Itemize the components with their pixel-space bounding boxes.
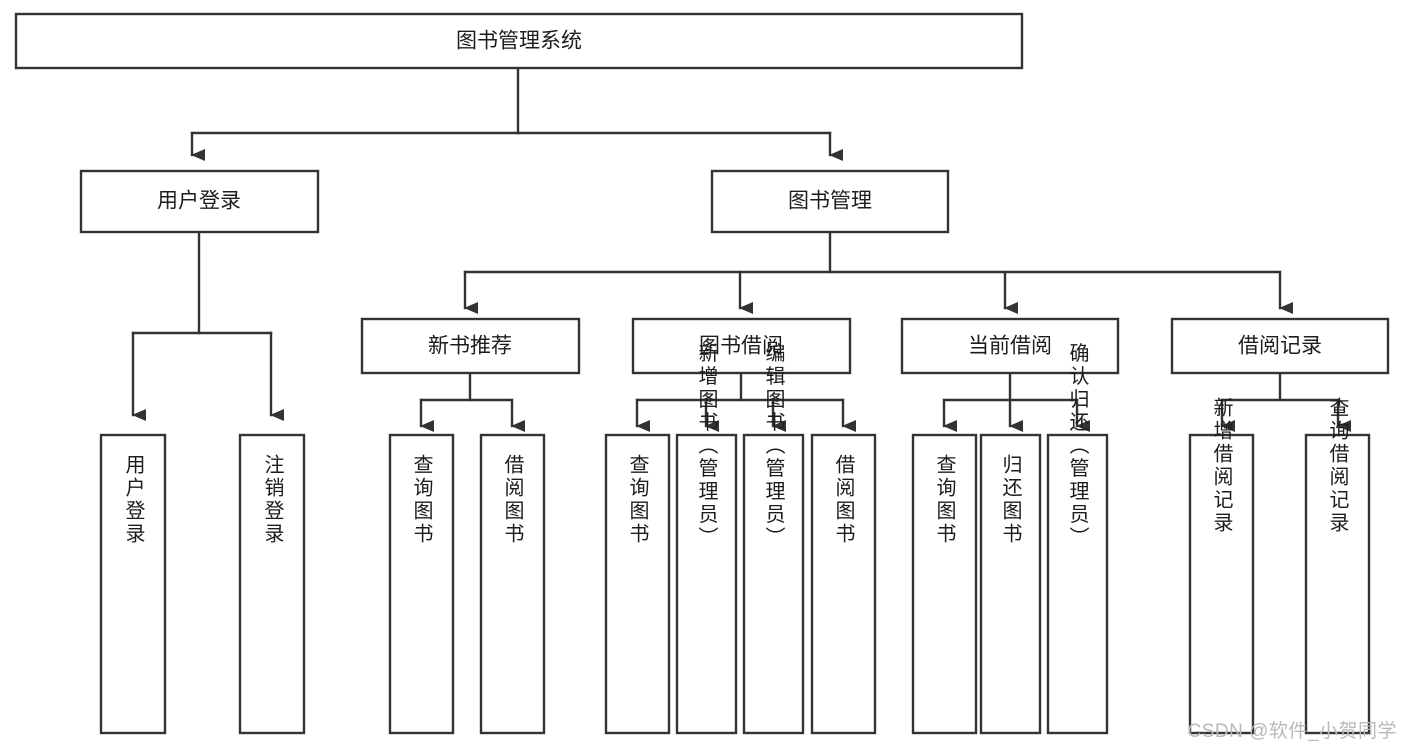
leaf-bb-edit-book[interactable]: 编辑图书（管理员） — [742, 342, 805, 735]
leaf-br-query-record-label: 查询借阅记录 — [1326, 397, 1349, 535]
leaf-bb-edit-book-label: 编辑图书（管理员） — [762, 342, 785, 549]
node-borrow-record-label: 借阅记录 — [1238, 335, 1322, 358]
leaf-nbr-borrow-book[interactable]: 借阅图书 — [479, 433, 546, 735]
leaf-cb-query-book[interactable]: 查询图书 — [911, 433, 978, 735]
node-current-borrow-box — [900, 317, 1120, 375]
leaf-br-add-record[interactable]: 新增借阅记录 — [1188, 397, 1255, 735]
leaf-br-add-record-label: 新增借阅记录 — [1210, 397, 1233, 535]
node-book-management-label: 图书管理 — [788, 190, 872, 213]
leaf-nbr-borrow-book-box — [479, 433, 546, 735]
leaf-cb-query-book-label: 查询图书 — [933, 454, 956, 546]
node-root-book-management-system[interactable]: 图书管理系统 — [14, 12, 1024, 70]
node-borrow-record-box — [1170, 317, 1390, 375]
leaf-cb-return-book[interactable]: 归还图书 — [979, 433, 1042, 735]
node-book-borrow-box — [631, 317, 852, 375]
leaf-logout[interactable]: 注销登录 — [238, 433, 306, 735]
leaf-bb-query-book-box — [604, 433, 671, 735]
leaf-nbr-borrow-book-label: 借阅图书 — [501, 454, 524, 546]
leaf-bb-borrow-book-label: 借阅图书 — [832, 454, 855, 546]
leaf-logout-label: 注销登录 — [261, 454, 284, 546]
leaf-bb-add-book[interactable]: 新增图书（管理员） — [675, 342, 738, 735]
leaf-bb-add-book-box — [675, 433, 738, 735]
leaf-br-query-record-box — [1304, 433, 1371, 735]
leaf-nbr-query-book-label: 查询图书 — [410, 454, 433, 546]
leaf-nbr-query-book[interactable]: 查询图书 — [388, 433, 455, 735]
csdn-watermark: CSDN @软件_小贺同学 — [1187, 721, 1397, 742]
leaf-bb-query-book-label: 查询图书 — [626, 454, 649, 546]
leaf-bb-borrow-book-box — [810, 433, 877, 735]
leaf-cb-return-book-label: 归还图书 — [999, 454, 1022, 546]
leaf-user-login[interactable]: 用户登录 — [99, 433, 167, 735]
node-current-borrow-label: 当前借阅 — [968, 335, 1052, 358]
leaf-cb-confirm-return[interactable]: 确认归还（管理员） — [1046, 342, 1109, 735]
leaf-br-query-record[interactable]: 查询借阅记录 — [1304, 397, 1371, 735]
leaf-cb-query-book-box — [911, 433, 978, 735]
leaf-nbr-query-book-box — [388, 433, 455, 735]
node-new-book-recommend-label: 新书推荐 — [428, 335, 512, 358]
leaf-bb-borrow-book[interactable]: 借阅图书 — [810, 433, 877, 735]
node-book-management[interactable]: 图书管理 — [710, 169, 950, 234]
node-root-label: 图书管理系统 — [456, 30, 582, 53]
leaf-user-login-box — [99, 433, 167, 735]
node-user-login-label: 用户登录 — [157, 190, 241, 213]
node-book-borrow-label: 图书借阅 — [699, 335, 783, 358]
leaf-cb-return-book-box — [979, 433, 1042, 735]
leaf-bb-add-book-label: 新增图书（管理员） — [695, 342, 718, 549]
node-borrow-record[interactable]: 借阅记录 — [1170, 317, 1390, 375]
node-user-login-box — [79, 169, 320, 234]
node-user-login[interactable]: 用户登录 — [79, 169, 320, 234]
node-new-book-recommend[interactable]: 新书推荐 — [360, 317, 581, 375]
leaf-logout-box — [238, 433, 306, 735]
leaf-cb-confirm-return-label: 确认归还（管理员） — [1066, 342, 1089, 549]
leaf-cb-confirm-return-box — [1046, 433, 1109, 735]
node-current-borrow[interactable]: 当前借阅 — [900, 317, 1120, 375]
node-root-box — [14, 12, 1024, 70]
leaf-user-login-label: 用户登录 — [122, 454, 145, 546]
node-book-management-box — [710, 169, 950, 234]
connector-layer — [131, 66, 1351, 432]
leaf-br-add-record-box — [1188, 433, 1255, 735]
node-book-borrow[interactable]: 图书借阅 — [631, 317, 852, 375]
leaf-bb-edit-book-box — [742, 433, 805, 735]
node-new-book-recommend-box — [360, 317, 581, 375]
leaf-bb-query-book[interactable]: 查询图书 — [604, 433, 671, 735]
